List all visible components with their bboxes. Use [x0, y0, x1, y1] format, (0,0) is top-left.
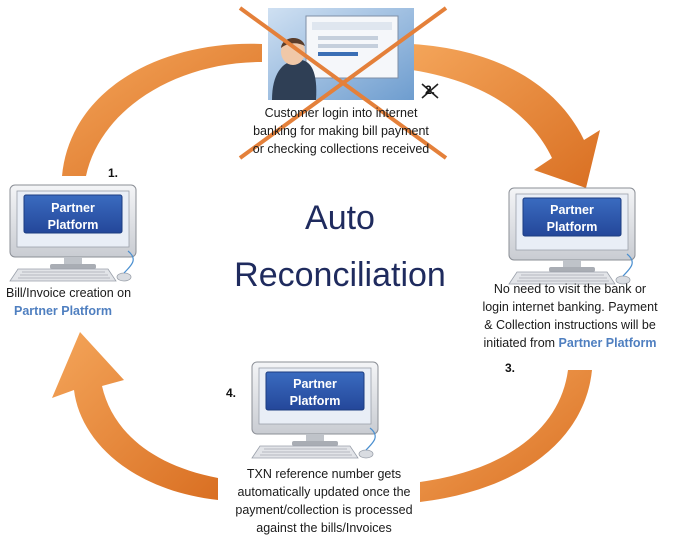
step4-caption-line3: payment/collection is processed: [235, 503, 413, 517]
monitor-left-label-line1: Partner: [51, 201, 95, 215]
small-cross-mark: [421, 83, 439, 99]
monitor-left: [9, 184, 137, 282]
monitor-right-label-line1: Partner: [550, 203, 594, 217]
monitor-bottom-label-line2: Platform: [290, 394, 341, 408]
step2-caption: Customer login into internet banking for…: [236, 104, 446, 158]
step3-partner-platform: Partner Platform: [558, 336, 657, 350]
arrow-top-left: [62, 43, 262, 176]
step2-caption-line2: banking for making bill payment: [253, 124, 429, 138]
step1-caption-line1: Bill/Invoice creation on: [6, 286, 132, 300]
step4-caption-line1: TXN reference number gets: [246, 467, 402, 481]
arrow-bottom-right: [420, 370, 592, 502]
step2-caption-line1: Customer login into internet: [264, 106, 418, 120]
monitor-right-label-line2: Platform: [547, 220, 598, 234]
step4-caption: TXN reference number gets automatically …: [214, 465, 434, 537]
step1-caption: Bill/Invoice creation on Partner Platfor…: [6, 284, 146, 320]
step4-caption-line4: against the bills/Invoices: [256, 521, 392, 535]
step3-caption-line4: initiated from: [483, 336, 556, 350]
step3-caption-line3: & Collection instructions will be: [484, 318, 656, 332]
monitor-left-label-line2: Platform: [48, 218, 99, 232]
title-line2: Reconciliation: [234, 256, 446, 294]
step4-caption-line2: automatically updated once the: [237, 485, 411, 499]
step1-number: 1.: [108, 166, 119, 180]
step4-number: 4.: [226, 386, 237, 400]
step3-number: 3.: [505, 361, 516, 375]
cycle-arrows: [52, 43, 600, 502]
step3-caption-line2: login internet banking. Payment: [482, 300, 658, 314]
title-line1: Auto: [305, 199, 375, 237]
step2-caption-line3: or checking collections received: [252, 142, 430, 156]
arrow-bottom-left: [52, 332, 218, 500]
step1-partner-platform: Partner Platform: [14, 304, 112, 318]
step2-number: 2.: [425, 83, 436, 97]
cross-out-mark: [238, 6, 448, 160]
monitor-bottom-label-line1: Partner: [293, 377, 337, 391]
step3-caption: No need to visit the bank or login inter…: [466, 280, 674, 352]
step3-caption-line1: No need to visit the bank or: [493, 282, 647, 296]
arrow-top-right: [412, 44, 600, 188]
